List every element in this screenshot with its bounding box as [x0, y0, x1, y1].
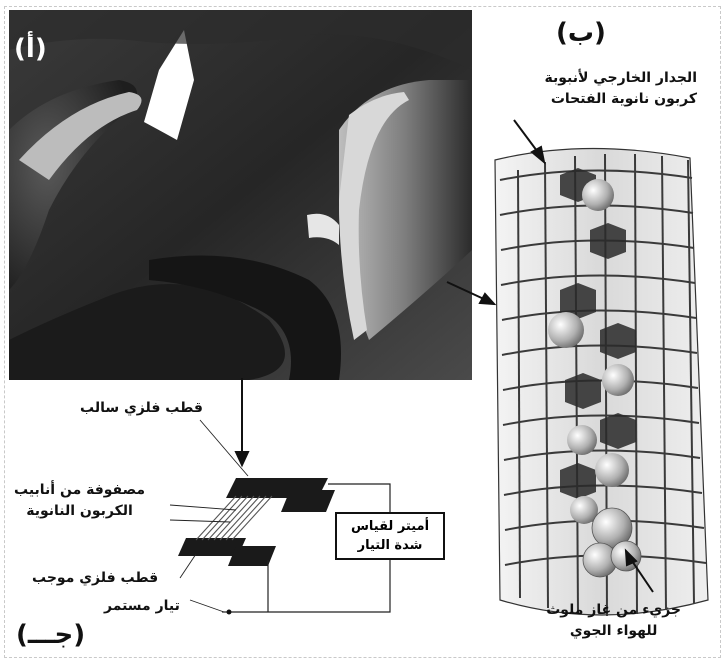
callout-direct-current: تيار مستمر: [104, 598, 180, 614]
carbon-nanotube: [494, 147, 709, 617]
callout-positive-electrode: قطب فلزي موجب: [32, 570, 159, 586]
gas-molecules: [548, 179, 634, 524]
array-line-1: مصفوفة من أنابيب: [14, 482, 146, 498]
callout-outer-wall: الجدار الخارجي لأنبوبة كربون نانوية الفت…: [545, 68, 697, 110]
sensor-circuit: [178, 478, 391, 615]
panel-label-a: (أ): [14, 34, 47, 64]
callout-nanotube-array: مصفوفة من أنابيب الكربون النانوية: [14, 480, 145, 522]
outer-wall-line-2: كربون نانوية الفتحات: [550, 91, 697, 107]
outer-wall-line-1: الجدار الخارجي لأنبوبة: [544, 70, 697, 86]
ammeter-line-2: شدة التيار: [357, 538, 423, 553]
ammeter-line-1: أميتر لقياس: [350, 519, 430, 534]
ammeter-box: أميتر لقياس شدة التيار: [335, 512, 445, 560]
molecule-line-1: جزيء من غاز ملوث: [546, 602, 681, 618]
array-line-2: الكربون النانوية: [26, 503, 133, 519]
callout-negative-electrode: قطب فلزي سالب: [80, 400, 203, 416]
panel-label-b: (ب): [556, 18, 606, 48]
panel-label-c: (جـــ): [16, 620, 86, 650]
molecule-line-2: للهواء الجوي: [569, 623, 658, 639]
arrows: [234, 119, 654, 593]
callout-pollutant-molecule: جزيء من غاز ملوث للهواء الجوي: [546, 600, 681, 642]
microscope-photo: [9, 10, 472, 380]
leader-lines: [169, 419, 249, 613]
figure-frame: [4, 6, 721, 658]
